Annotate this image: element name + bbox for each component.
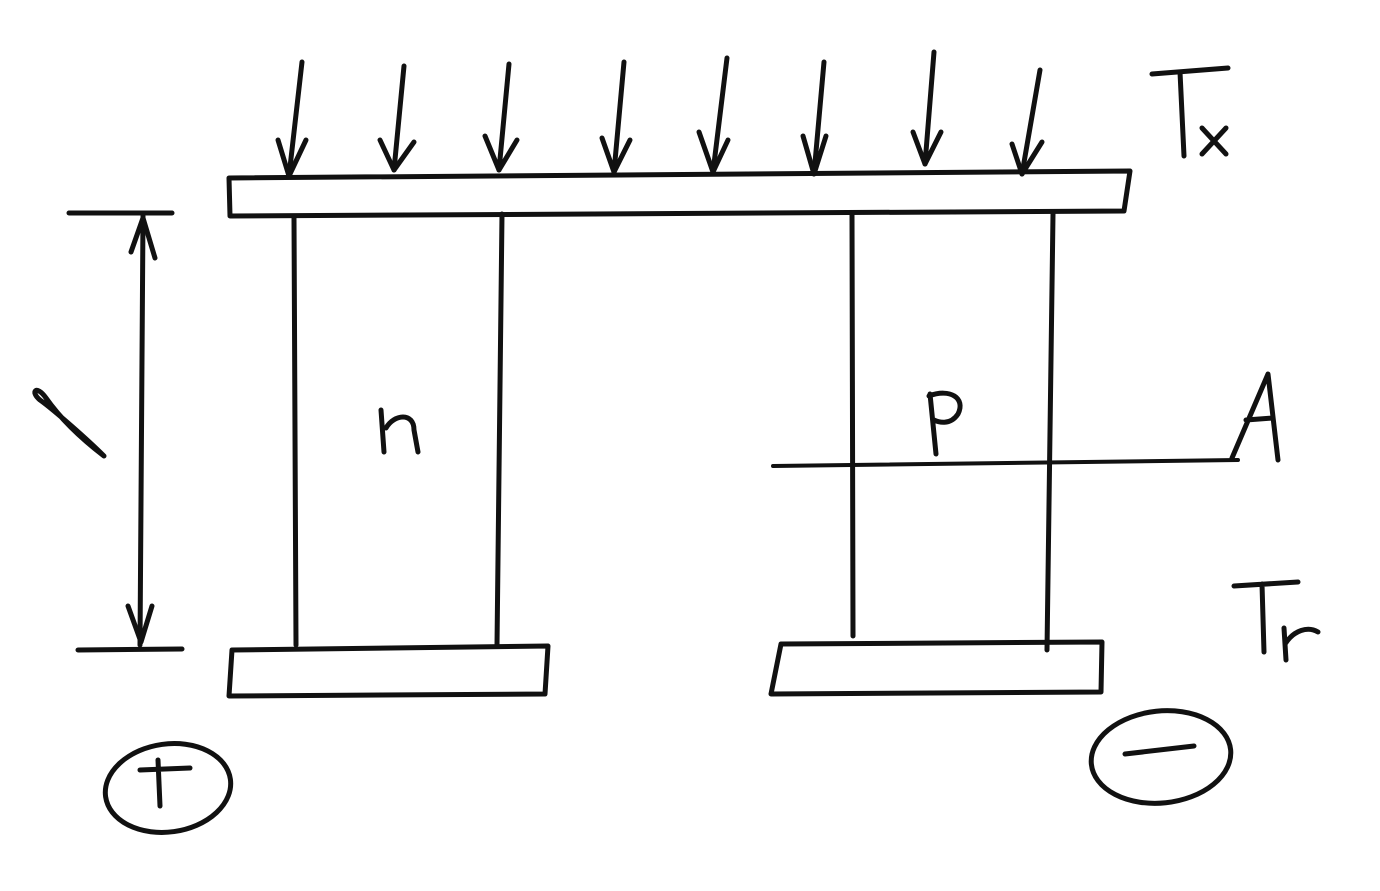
cold-plate-right [768,639,1105,697]
length-glyph [32,387,107,459]
negative-terminal [1088,708,1234,806]
area-section-line [771,458,1240,468]
heat-arrow [482,61,520,173]
heat-arrow [599,59,633,175]
n-leg-label-text: n [375,394,416,468]
p-type-leg [849,211,1056,653]
hot-side-sub-text: x [1202,142,1208,153]
hot-side-label [1149,65,1231,159]
p-leg-label-text: p [925,382,966,456]
positive-terminal-text: + [145,757,192,822]
cold-plate-left [226,643,551,699]
heat-arrow [275,59,309,179]
cold-side-main-text: T [1231,578,1282,671]
area-glyph [1229,371,1281,463]
cold-side-sub-text: r [1284,616,1304,672]
length-label-text: l [38,378,60,471]
positive-terminal [102,741,234,835]
heat-arrow [910,49,944,167]
n-type-leg [291,211,505,648]
length-dimension [66,210,185,653]
area-label-text: A [1228,377,1290,482]
heat-arrow [377,63,417,173]
hot-side-main-text: T [1151,132,1159,143]
negative-terminal-text: − [1135,724,1182,789]
heat-arrows [275,49,1045,179]
heat-arrow [696,55,731,175]
n-leg-glyph [378,407,421,455]
hot-side-label-text: Tx [1154,73,1261,176]
heat-arrow [1009,67,1045,177]
cold-side-glyph [1231,579,1321,663]
hot-plate [226,168,1133,219]
heat-arrow [800,59,829,177]
p-leg-glyph [926,390,963,457]
